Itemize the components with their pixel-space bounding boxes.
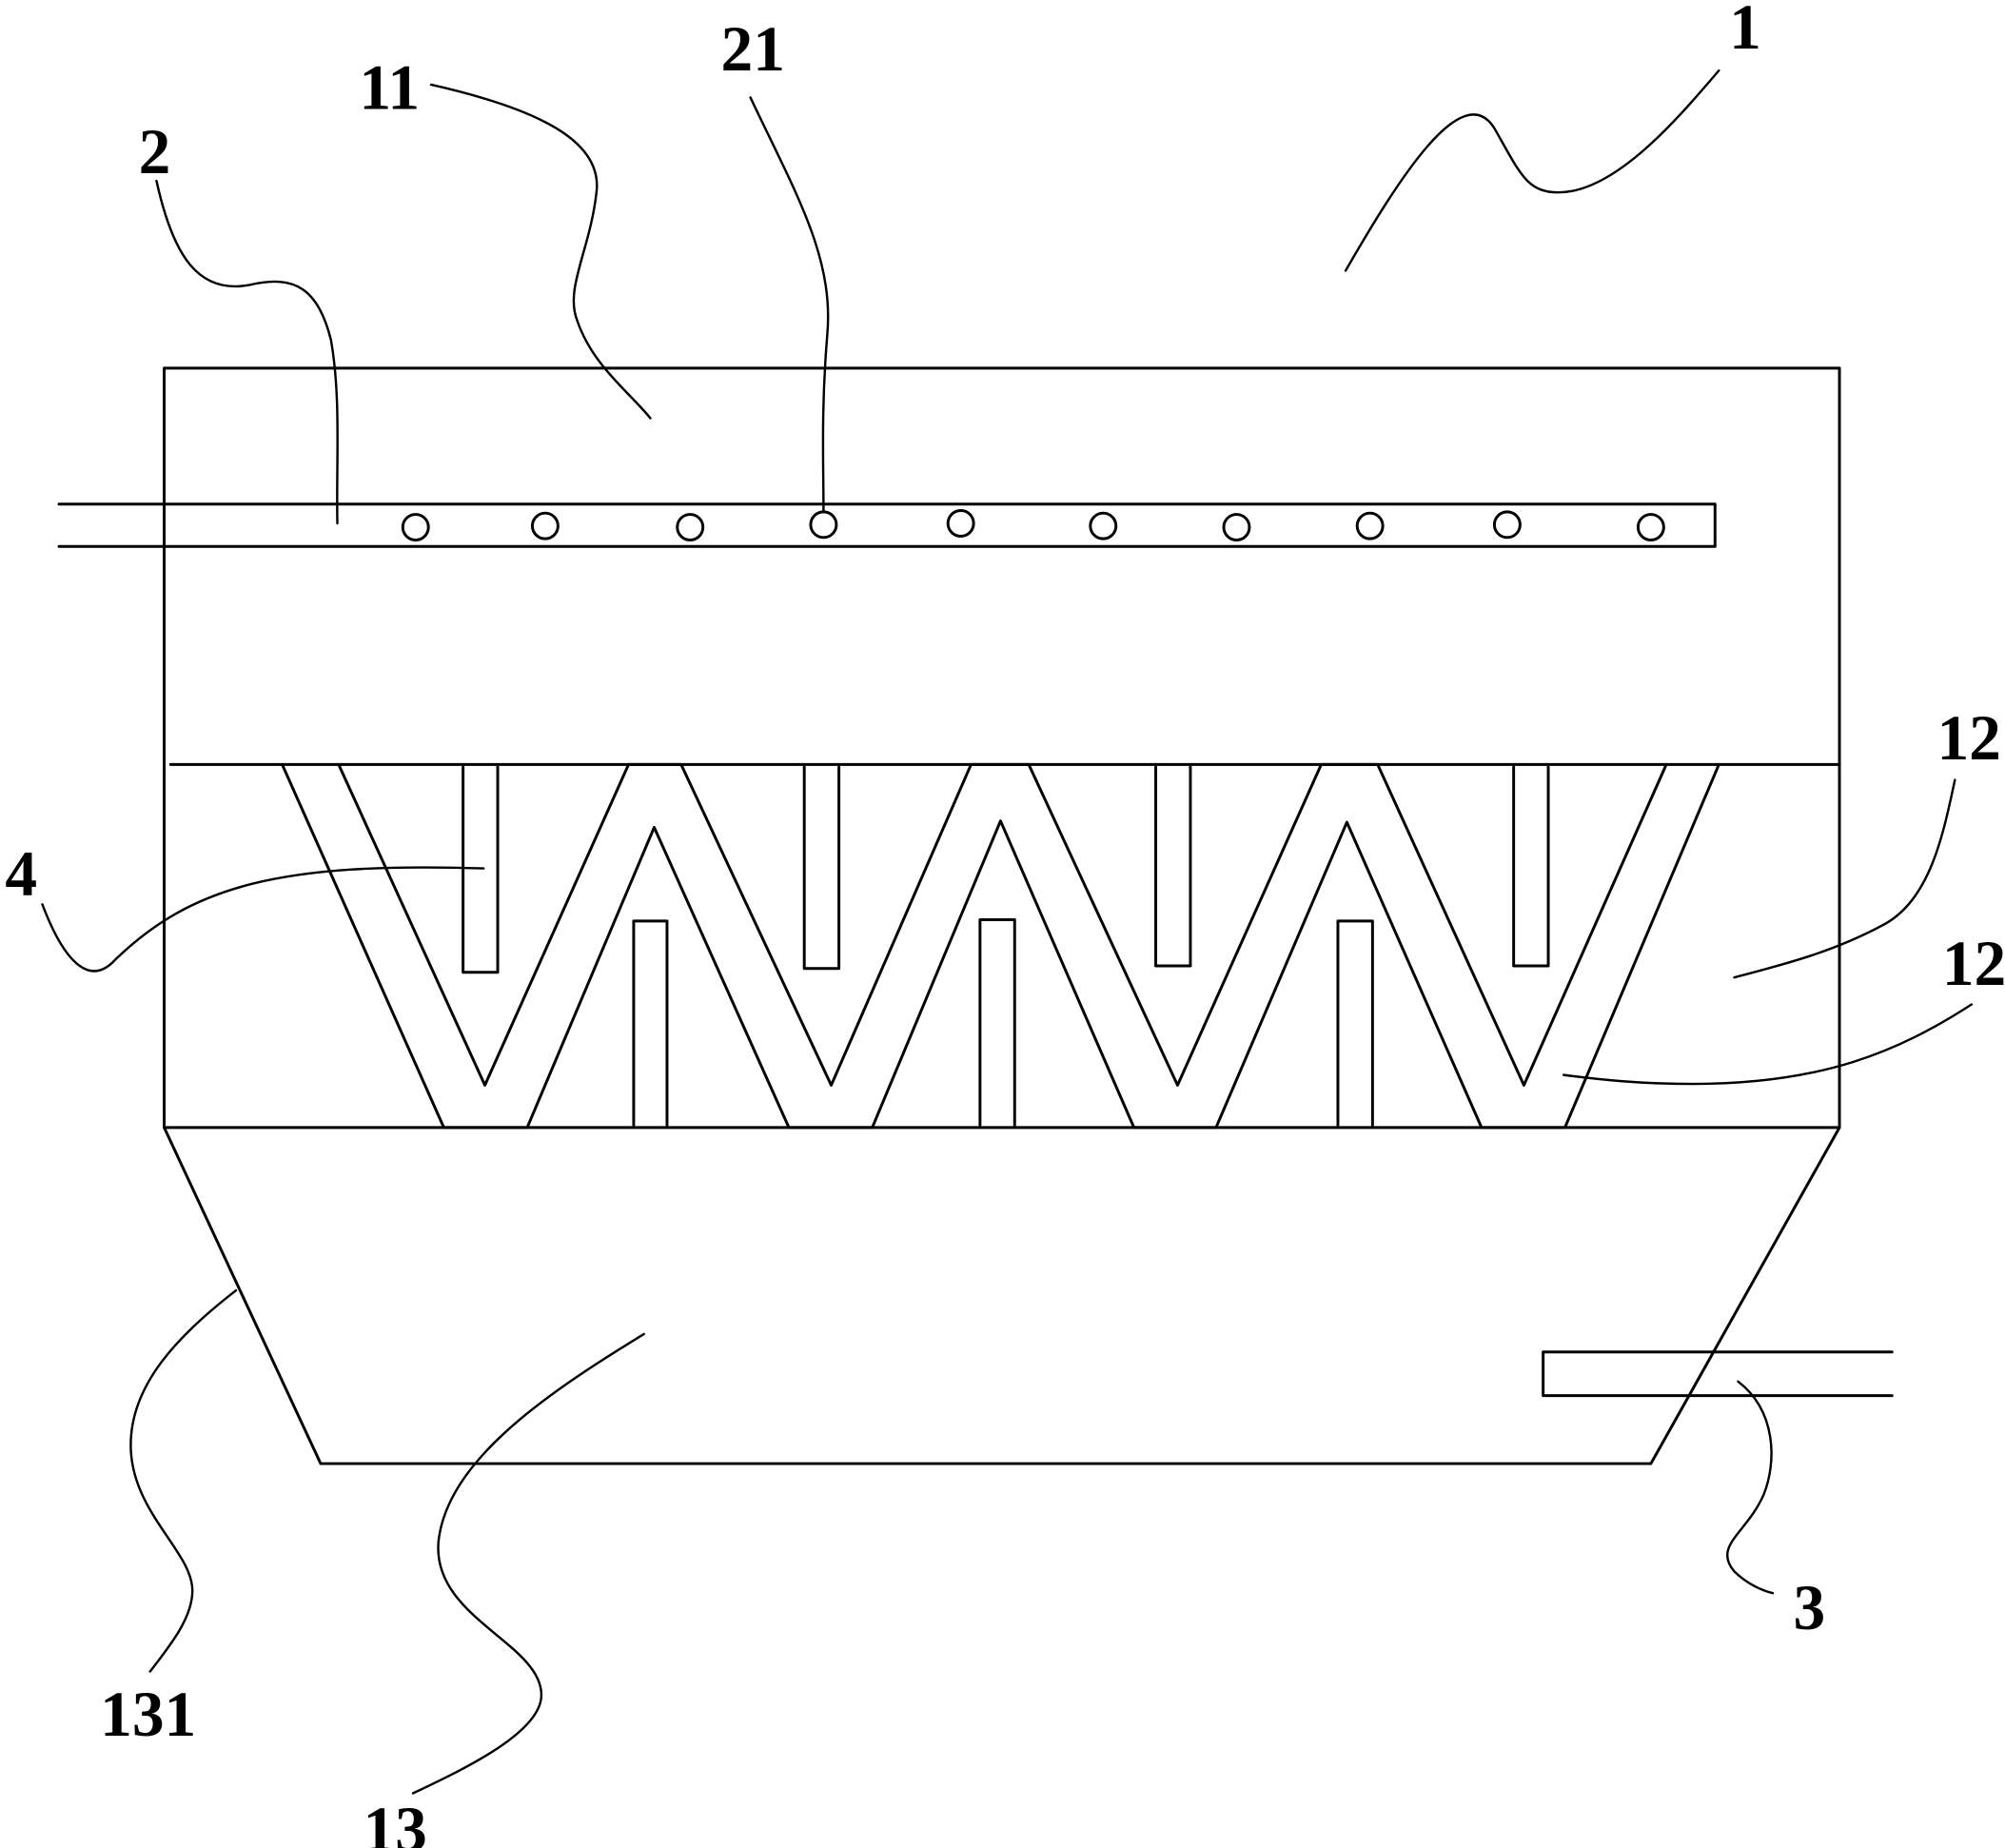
leader-3 [1726, 1380, 1775, 1595]
leader-13 [411, 1332, 645, 1795]
hopper-outline [163, 1126, 1841, 1465]
rod [462, 765, 500, 974]
spray-holes [401, 509, 1665, 541]
leader-131 [129, 1288, 238, 1673]
label-12: 12 [1936, 702, 2000, 774]
spray-hole [1355, 511, 1385, 541]
leader-lines [41, 69, 1974, 1795]
spray-pipe [57, 502, 1717, 548]
label-21: 21 [721, 13, 785, 85]
label-13: 13 [363, 1794, 426, 1848]
leader-12 [1733, 778, 1956, 979]
spray-hole [1222, 513, 1251, 541]
leader-1 [1344, 69, 1720, 272]
spray-hole [401, 513, 430, 541]
baffle-inner-line [337, 762, 1668, 1087]
outlet-pipe [1542, 1350, 1894, 1398]
label-11: 11 [359, 52, 420, 124]
spray-hole [946, 509, 975, 538]
spray-hole [1636, 513, 1665, 541]
rod [632, 919, 669, 1127]
spray-hole [809, 510, 838, 540]
spray-hole [676, 513, 705, 541]
rod [1512, 765, 1550, 968]
spray-hole [1492, 510, 1522, 540]
housing-outline [163, 366, 1841, 1130]
rod [1154, 765, 1192, 968]
baffle-outer-line [281, 762, 1720, 1130]
zigzag-baffle [281, 762, 1720, 1130]
rod [1336, 919, 1374, 1127]
leader-2 [155, 179, 339, 525]
rod [978, 918, 1016, 1127]
lower-rods [632, 918, 1374, 1127]
leader-121 [1562, 1003, 1974, 1086]
label-131: 131 [100, 1679, 196, 1750]
leader-11 [429, 83, 652, 420]
label-3: 3 [1794, 1572, 1826, 1643]
spray-hole [1089, 511, 1118, 541]
label-2: 2 [139, 116, 171, 187]
label-4: 4 [5, 838, 37, 910]
leader-4 [41, 866, 485, 973]
leader-21 [749, 96, 830, 514]
label-121: 121 [1942, 928, 2005, 999]
spray-hole [530, 511, 560, 541]
label-1: 1 [1729, 0, 1761, 63]
upper-rods [462, 765, 1550, 974]
rod [802, 765, 841, 971]
